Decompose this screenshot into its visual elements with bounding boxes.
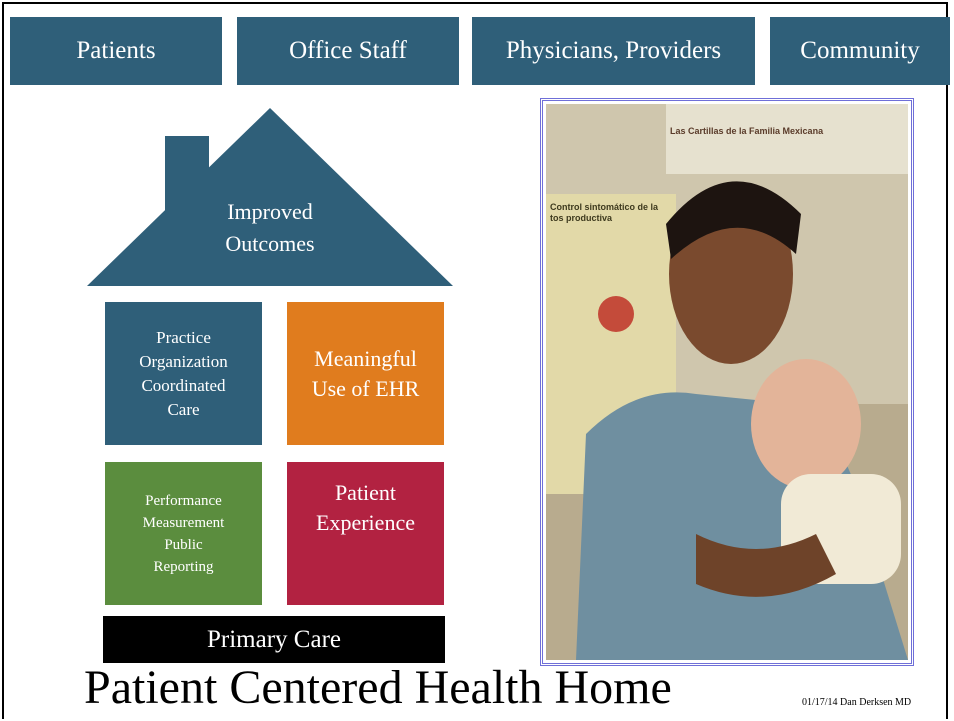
block-line: Practice: [156, 327, 211, 347]
poster-title-line: Control sintomático de la: [550, 202, 659, 212]
block-line: Performance: [145, 492, 222, 509]
stakeholder-physicians-providers: Physicians, Providers: [472, 17, 755, 85]
block-line: Reporting: [153, 558, 214, 575]
block-line: Use of EHR: [311, 375, 420, 401]
block-line: Patient: [334, 480, 397, 505]
stakeholder-patients: Patients: [10, 17, 222, 85]
block-line: Coordinated: [141, 375, 226, 395]
block-line: Care: [167, 399, 200, 419]
stakeholder-community: Community: [770, 17, 950, 85]
poster-header: Las Cartillas de la Familia Mexicana: [670, 126, 824, 136]
block-line: Experience: [316, 510, 415, 535]
block-line: Organization: [139, 351, 228, 371]
poster-title: Control sintomático de la tos productiva: [550, 202, 675, 224]
block-line: Meaningful: [314, 345, 417, 371]
block-performance-measurement: Performance Measurement Public Reporting: [105, 462, 262, 605]
block-line: Measurement: [142, 514, 225, 531]
stakeholder-office-staff: Office Staff: [237, 17, 459, 85]
block-meaningful-use-ehr: Meaningful Use of EHR: [287, 302, 444, 445]
house-roof: [87, 108, 453, 286]
roof-line: Improved: [227, 199, 313, 224]
foundation-primary-care: Primary Care: [103, 616, 445, 663]
block-patient-experience: Patient Experience: [287, 462, 444, 605]
block-line: Public: [164, 536, 203, 553]
block-practice-organization: Practice Organization Coordinated Care: [105, 302, 262, 445]
photo-illustration: [546, 104, 908, 660]
poster-title-line: tos productiva: [550, 213, 613, 223]
slide-title: Patient Centered Health Home: [84, 661, 672, 714]
slide-credit: 01/17/14 Dan Derksen MD: [802, 697, 912, 708]
photo-placeholder: Las Cartillas de la Familia Mexicana Con…: [546, 104, 908, 660]
roof-line: Outcomes: [225, 231, 315, 256]
roof-label: Improved Outcomes: [180, 192, 360, 264]
photo-frame: Las Cartillas de la Familia Mexicana Con…: [540, 98, 914, 666]
